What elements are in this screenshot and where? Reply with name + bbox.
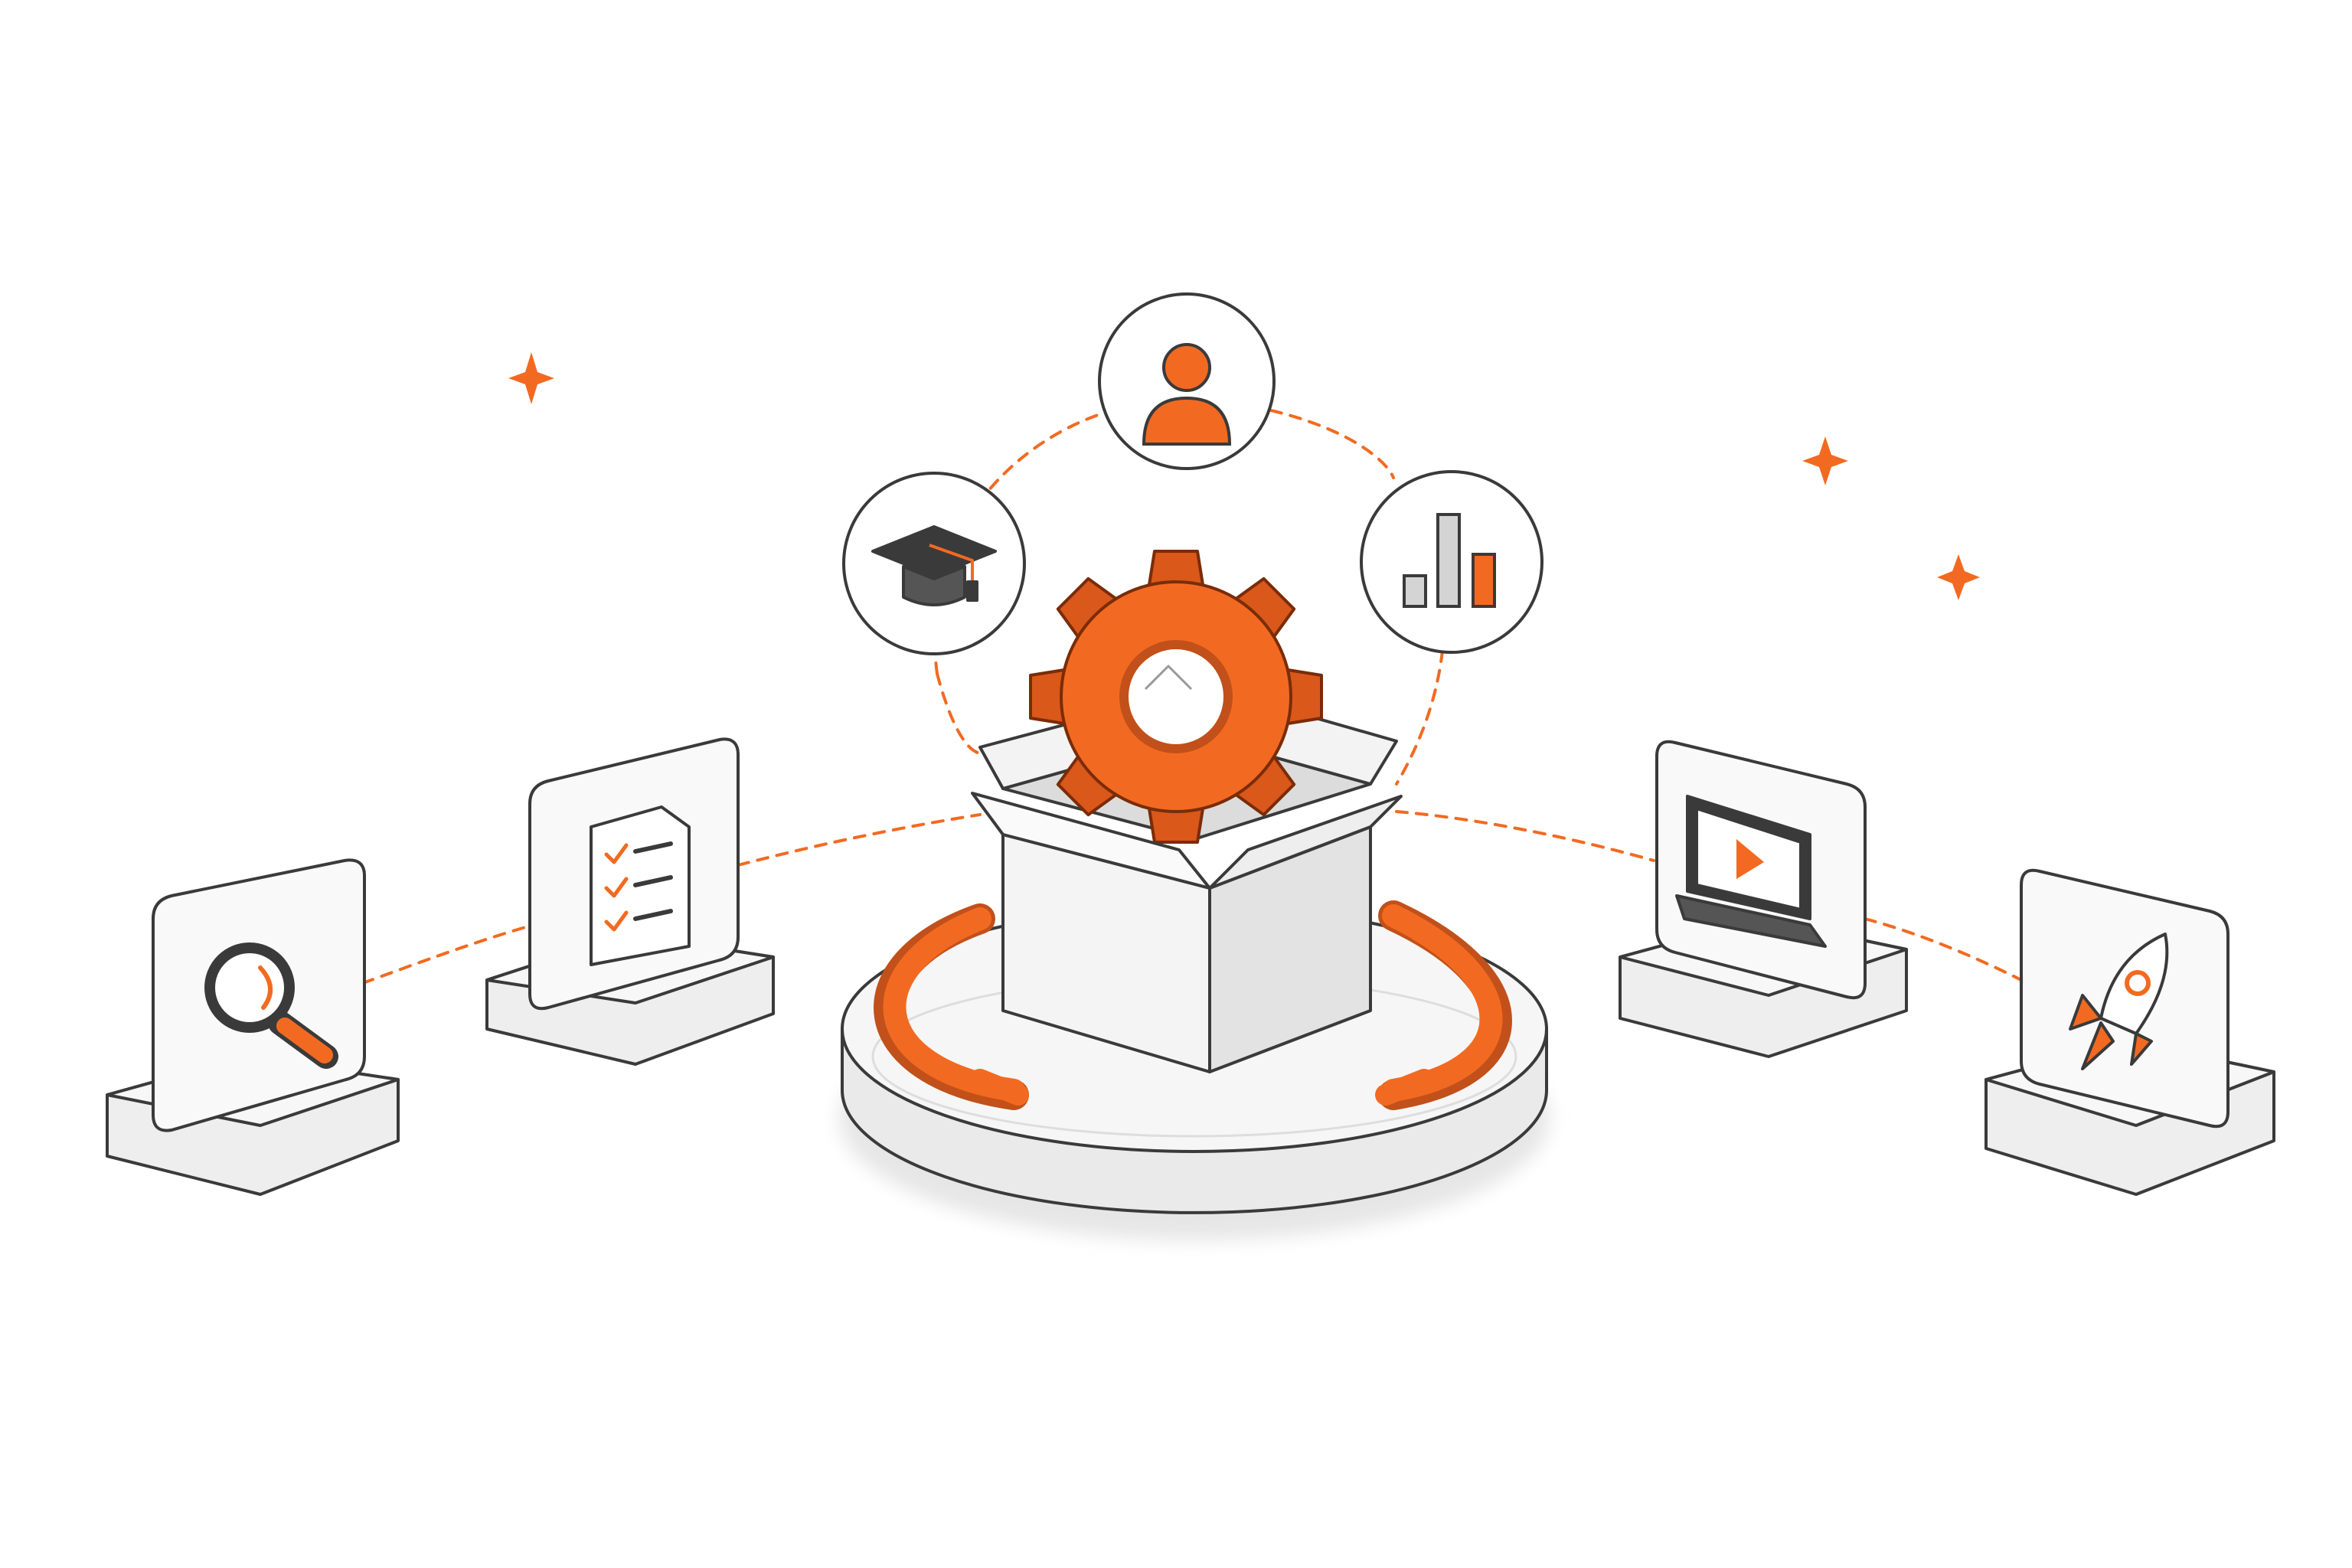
sparkles [508, 352, 1980, 600]
sparkle-icon [1937, 554, 1980, 600]
tile-checklist [485, 737, 775, 1066]
graduation-cap-icon [871, 525, 997, 606]
orange-arc-ring-tips [969, 1069, 1435, 1106]
sparkle-icon [508, 352, 554, 404]
gear-icon [1029, 550, 1323, 844]
connector-center-to-video [1395, 810, 1655, 862]
magnifier-icon [204, 942, 338, 1069]
open-box [971, 550, 1403, 1073]
orbit-icons [842, 292, 1544, 655]
rocket-icon [2069, 933, 2169, 1070]
tile-rocket [1984, 868, 2275, 1196]
user-icon [1142, 343, 1232, 446]
graduation-cap-circle [842, 472, 1026, 655]
connector-video-to-rocket [1864, 917, 2023, 982]
tile-video [1619, 740, 1908, 1058]
connector-search-to-checklist [361, 925, 530, 985]
user-circle [1098, 292, 1276, 470]
connector-checklist-to-center [737, 813, 982, 867]
bar-chart-icon [1403, 513, 1496, 608]
video-laptop-icon [1675, 795, 1827, 948]
sparkle-icon [1802, 436, 1848, 485]
orange-arc-ring [874, 900, 1512, 1110]
bar-chart-circle [1360, 470, 1544, 654]
checklist-icon [590, 805, 691, 966]
tile-search [106, 858, 400, 1196]
